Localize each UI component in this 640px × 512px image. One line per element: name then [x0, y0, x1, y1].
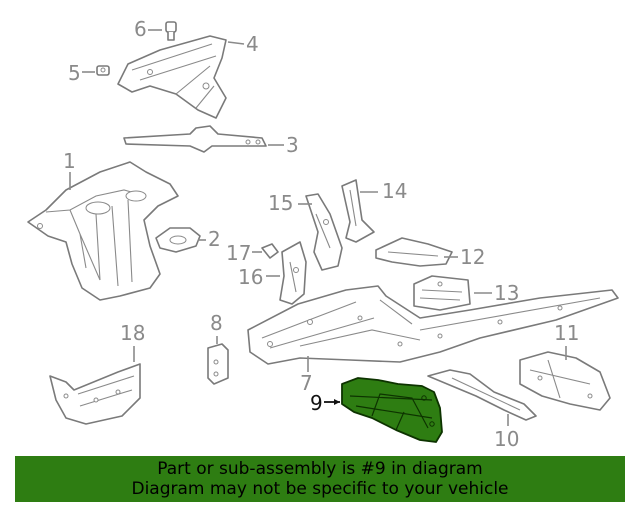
callout-9-arrowhead	[334, 399, 340, 405]
part-5-clip	[96, 65, 110, 76]
callout-5: 5	[68, 61, 81, 85]
callout-2: 2	[208, 227, 221, 251]
part-15-pillar	[305, 193, 343, 271]
callout-3: 3	[286, 133, 299, 157]
part-6-bolt	[165, 21, 177, 41]
callout-7: 7	[300, 371, 313, 395]
part-13-panel	[413, 275, 471, 311]
callout-6: 6	[134, 17, 147, 41]
part-9-highlighted[interactable]	[341, 377, 443, 443]
callout-14: 14	[382, 179, 407, 203]
callout-11: 11	[554, 321, 579, 345]
banner-line-1: Part or sub-assembly is #9 in diagram	[157, 459, 483, 479]
callout-9: 9	[310, 391, 323, 415]
info-banner: Part or sub-assembly is #9 in diagram Di…	[15, 456, 625, 502]
callout-18: 18	[120, 321, 145, 345]
part-2-mount	[155, 227, 201, 253]
part-11-bracket	[519, 351, 611, 411]
callout-13: 13	[494, 281, 519, 305]
parts-diagram: 4 6 5 3 1 2 15	[27, 17, 619, 451]
part-10-brace	[427, 369, 537, 421]
part-18-bracket	[49, 363, 141, 425]
callout-10: 10	[494, 427, 519, 451]
part-7-frame-rail	[247, 285, 619, 365]
part-17-clip	[261, 243, 279, 259]
part-4-bracket	[117, 35, 227, 119]
part-14-reinforcement	[341, 179, 375, 243]
part-3-rail	[123, 125, 267, 153]
callout-16: 16	[238, 265, 263, 289]
part-16-bracket	[279, 241, 307, 305]
banner-line-2: Diagram may not be specific to your vehi…	[131, 479, 509, 499]
part-12-bracket	[375, 237, 453, 267]
callout-4: 4	[246, 32, 259, 56]
part-1-apron	[27, 161, 179, 301]
callout-12: 12	[460, 245, 485, 269]
callout-1: 1	[63, 149, 76, 173]
callout-8: 8	[210, 311, 223, 335]
part-8-block	[207, 343, 229, 385]
callout-15: 15	[268, 191, 293, 215]
callout-17: 17	[226, 241, 251, 265]
